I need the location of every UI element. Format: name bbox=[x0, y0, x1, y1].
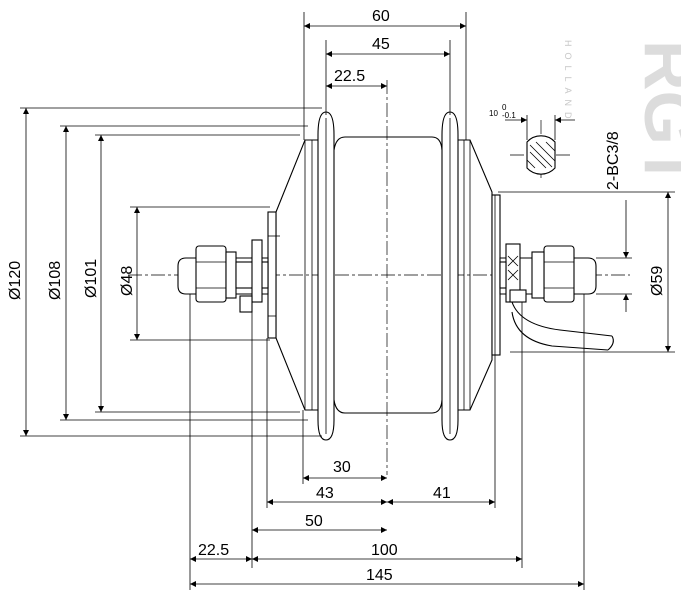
thread-spec: 2-BC3/8 bbox=[605, 131, 622, 190]
bottom-dimensions: 30 43 41 50 22.5 100 145 bbox=[189, 294, 585, 590]
left-washer bbox=[225, 251, 237, 299]
dim-22-5-bottom: 22.5 bbox=[198, 542, 229, 559]
watermark-logo: RGT bbox=[630, 40, 681, 188]
left-axle-assembly bbox=[177, 235, 280, 317]
right-axle-assembly bbox=[499, 243, 614, 351]
dim-41: 41 bbox=[433, 485, 451, 502]
left-cover bbox=[267, 211, 277, 339]
dim-145: 145 bbox=[366, 567, 393, 584]
dim-43: 43 bbox=[316, 485, 334, 502]
dim-dia-59: Ø59 bbox=[649, 266, 666, 296]
flat-tol-lower: -0.1 bbox=[502, 111, 516, 120]
right-cover bbox=[491, 194, 501, 356]
right-dimensions: Ø59 2-BC3/8 bbox=[498, 131, 675, 353]
axle-section-shape bbox=[526, 135, 556, 175]
dim-22-5-top: 22.5 bbox=[334, 68, 365, 85]
dim-dia-108: Ø108 bbox=[47, 261, 64, 300]
right-nut bbox=[543, 245, 575, 303]
cable-bottom bbox=[511, 311, 609, 351]
hub-body bbox=[267, 111, 501, 441]
dim-30: 30 bbox=[333, 459, 351, 476]
watermark-subtitle: HOLLAND bbox=[563, 40, 573, 125]
dim-dia-120: Ø120 bbox=[7, 261, 24, 300]
dim-100: 100 bbox=[371, 542, 398, 559]
dim-50: 50 bbox=[305, 513, 323, 530]
cable-top bbox=[511, 301, 613, 337]
left-nut bbox=[195, 245, 227, 303]
dim-45: 45 bbox=[372, 36, 390, 53]
left-lock-washer bbox=[251, 239, 263, 303]
flat-width-label: 10 bbox=[489, 109, 498, 118]
top-dimensions: 60 45 22.5 bbox=[303, 8, 467, 140]
dim-dia-101: Ø101 bbox=[83, 259, 100, 298]
flat-tol-upper: 0 bbox=[502, 103, 507, 112]
dim-dia-48: Ø48 bbox=[119, 266, 136, 296]
watermark: RGT RGT HOLLAND bbox=[563, 40, 681, 188]
right-washer bbox=[531, 251, 545, 299]
axle-section: 10 0 -0.1 bbox=[489, 103, 575, 175]
dim-60: 60 bbox=[372, 8, 390, 25]
left-dimensions: Ø120 Ø108 Ø101 Ø48 bbox=[7, 107, 322, 437]
